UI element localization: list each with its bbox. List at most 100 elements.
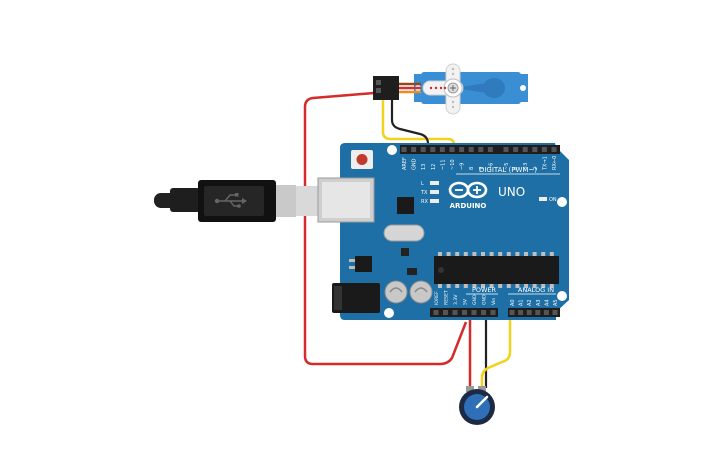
chip-pin: [489, 252, 494, 256]
chip-pin: [446, 252, 451, 256]
pin-hole[interactable]: [535, 310, 541, 315]
crystal-oscillator: [383, 224, 425, 242]
pin-hole[interactable]: [439, 147, 445, 152]
potentiometer[interactable]: [459, 386, 495, 425]
chip-pin: [541, 284, 546, 288]
digital-pin-label: TX→1: [542, 156, 548, 171]
power-pin-label: 3.3V: [453, 294, 459, 305]
wire-servo-signal[interactable]: [381, 100, 456, 152]
pin-hole[interactable]: [552, 310, 558, 315]
digital-pin-label: RX←0: [552, 156, 558, 170]
analog-pin-label: A2: [527, 299, 533, 306]
servo-motor[interactable]: [373, 63, 528, 115]
pin-hole[interactable]: [513, 147, 519, 152]
mounting-hole: [387, 145, 397, 155]
usb-cable[interactable]: [154, 180, 318, 222]
wire-5v-to-servo[interactable]: [303, 91, 468, 366]
brand-text: ARDUINO: [450, 202, 487, 210]
mounting-hole: [384, 308, 394, 318]
horn-hole: [451, 67, 455, 71]
atmega-microcontroller: [434, 256, 559, 284]
chip-pin: [455, 284, 460, 288]
wire-servo-ground[interactable]: [390, 100, 430, 152]
digital-pin-label: 4: [514, 167, 520, 170]
pin-hole[interactable]: [541, 147, 547, 152]
pin-hole[interactable]: [449, 147, 455, 152]
led: [430, 199, 439, 203]
led: [430, 181, 439, 185]
pin-hole[interactable]: [490, 310, 496, 315]
chip-pin: [438, 252, 442, 256]
digital-pin-label: 13: [421, 164, 427, 170]
digital-pin-label: GND: [412, 158, 418, 170]
chip-pin: [532, 252, 537, 256]
pin-hole[interactable]: [481, 310, 486, 315]
led-label: RX: [421, 199, 428, 205]
chip-pin: [506, 252, 511, 256]
digital-pin-label: 2: [533, 167, 539, 170]
horn-hole: [451, 100, 455, 104]
led-label: L: [421, 181, 424, 187]
digital-pin-label: 12: [431, 164, 437, 170]
pin-hole[interactable]: [522, 147, 528, 152]
pin-hole[interactable]: [420, 147, 426, 152]
pin-hole[interactable]: [526, 310, 532, 315]
pin-hole[interactable]: [551, 147, 557, 152]
mounting-hole: [557, 197, 567, 207]
pin-hole[interactable]: [433, 310, 439, 315]
capacitor: [384, 280, 408, 304]
pin-hole[interactable]: [462, 310, 467, 315]
pin-hole[interactable]: [411, 147, 417, 152]
status-leds: L TX RX: [420, 181, 439, 205]
usb-cable-body: [170, 188, 200, 212]
arduino-logo-icon: [448, 181, 488, 199]
horn-hole: [451, 105, 455, 109]
pin-hole[interactable]: [487, 147, 493, 152]
digital-pin-label: ~9: [460, 163, 466, 170]
horn-hole: [429, 86, 433, 90]
horn-hole: [451, 72, 455, 76]
pin-hole[interactable]: [468, 147, 474, 152]
analog-pin-label: A4: [544, 299, 550, 306]
pin-hole[interactable]: [532, 147, 538, 152]
pin-hole[interactable]: [459, 147, 465, 152]
digital-header-label: DIGITAL (PWM~): [479, 166, 537, 174]
pin-hole[interactable]: [401, 147, 407, 152]
power-pin-label: GND: [472, 294, 478, 305]
pin-hole[interactable]: [503, 147, 509, 152]
chip-pin: [524, 284, 528, 288]
chip-pin: [532, 284, 537, 288]
pin-hole[interactable]: [543, 310, 549, 315]
servo-horn[interactable]: [422, 63, 464, 115]
pin-hole[interactable]: [478, 147, 484, 152]
power-pin-label: IOREF: [434, 291, 440, 305]
horn-hole: [439, 86, 443, 90]
chip-pin: [515, 252, 520, 256]
chip-pin: [472, 252, 477, 256]
power-pin-label: GND: [482, 294, 488, 305]
usb-symbol-icon: [214, 193, 247, 208]
analog-pin-label: A0: [510, 299, 516, 306]
chip-pin: [489, 284, 494, 288]
on-led: [539, 197, 547, 201]
analog-header: [508, 308, 560, 317]
digital-pin-label: ~3: [523, 163, 529, 170]
pin-hole[interactable]: [430, 147, 436, 152]
pin-hole[interactable]: [518, 310, 524, 315]
chip-pin: [463, 252, 468, 256]
power-header-label: POWER: [472, 286, 497, 294]
power-pin-label: RESET: [444, 290, 450, 305]
pin-hole[interactable]: [509, 310, 515, 315]
chip-pin: [481, 284, 485, 288]
pin-hole[interactable]: [452, 310, 458, 315]
pin-hole[interactable]: [471, 310, 477, 315]
led-label: TX: [420, 190, 428, 196]
chip-pin: [498, 252, 503, 256]
on-label: ON: [549, 197, 557, 203]
wire-pot-a0[interactable]: [480, 318, 512, 388]
pin-hole[interactable]: [443, 310, 448, 315]
digital-pin-label: ~10: [450, 159, 456, 170]
digital-pin-label: 7: [479, 167, 485, 170]
